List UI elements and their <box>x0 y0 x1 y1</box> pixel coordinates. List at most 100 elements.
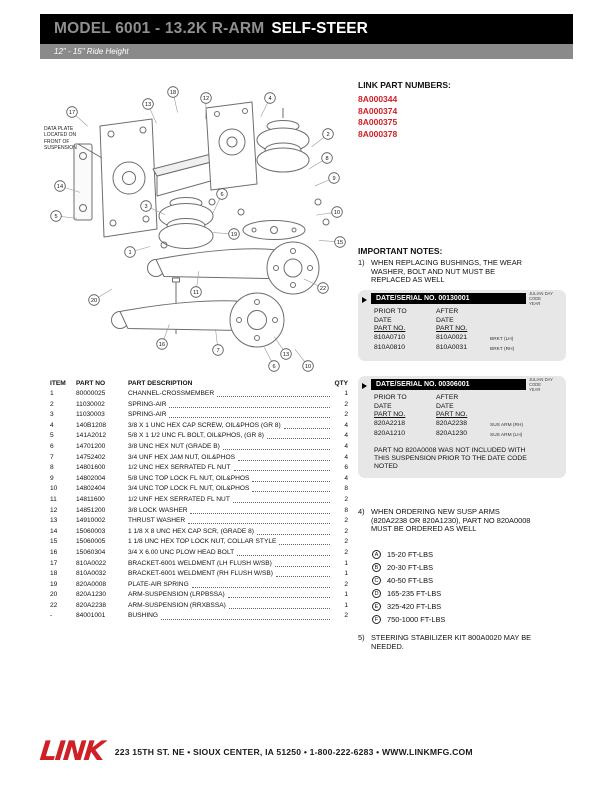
cell-part-no: 820A0008 <box>76 580 107 588</box>
cell-description: CHANNEL-CROSSMEMBER <box>128 389 332 400</box>
description-text: 3/8 X 1 UNC HEX CAP SCREW, OIL&PHOS (GR … <box>128 421 281 429</box>
table-row: 18 810A0032 BRACKET-6001 WELDMENT (RH FL… <box>50 569 348 580</box>
cell-item: 8 <box>50 464 54 472</box>
diagram-callout: 14 <box>54 180 81 193</box>
cell-description: BUSHING <box>128 611 332 622</box>
cell-item: 16 <box>50 548 58 556</box>
cell-item: 4 <box>50 421 54 429</box>
cell-qty: 4 <box>344 453 348 461</box>
cell-description: SPRING-AIR <box>128 400 332 411</box>
dotted-leader <box>252 484 330 493</box>
diagram-callout: 5 <box>50 210 77 222</box>
cell-part-no: 14802004 <box>76 474 106 482</box>
julian-day-annotation: JULIAN DAY CODE YEAR <box>529 291 563 306</box>
dotted-leader <box>232 495 330 504</box>
cell-qty: 1 <box>344 559 348 567</box>
after-part-no: 820A1230 <box>436 430 467 438</box>
torque-letter-badge: A <box>372 550 381 559</box>
header-bar: MODEL 6001 - 13.2K R-ARM SELF-STEER <box>40 14 573 44</box>
cell-qty: 1 <box>344 390 348 397</box>
page-title-model: MODEL 6001 - 13.2K R-ARM <box>54 20 265 37</box>
torque-list: A 15-20 FT-LBS B 20-30 FT-LBS C 40-50 FT… <box>372 548 445 626</box>
note-text: WHEN ORDERING NEW SUSP ARMS (820A2238 OR… <box>371 507 531 534</box>
dotted-leader <box>191 580 330 588</box>
description-text: 5/8 X 1 1/2 UNC FL BOLT, OIL&PHOS, (GR 8… <box>128 432 264 440</box>
description-text: 3/8 UNC HEX NUT (GRADE B) <box>128 442 220 450</box>
torque-value: 40-50 FT-LBS <box>387 576 434 585</box>
after-header: AFTER <box>436 308 459 315</box>
torque-letter-badge: F <box>372 615 381 624</box>
note-text: STEERING STABILIZER KIT 800A0020 MAY BE … <box>371 633 532 651</box>
torque-letter-badge: E <box>372 602 381 611</box>
table-row: 8 14801600 1/2 UNC HEX SERRATED FL NUT 6 <box>50 463 348 474</box>
diagram-callout: 9 <box>314 172 340 187</box>
part-no-label: PART NO. <box>436 411 468 419</box>
parts-table-header: ITEM PART NO PART DESCRIPTION QTY <box>50 378 348 389</box>
cell-item: 12 <box>50 506 58 514</box>
svg-text:14: 14 <box>57 184 63 190</box>
dotted-leader <box>256 527 330 535</box>
torque-item: B 20-30 FT-LBS <box>372 561 445 574</box>
cell-part-no: 14701200 <box>76 442 106 450</box>
air-spring-right <box>256 108 310 173</box>
torque-item: E 325-420 FT-LBS <box>372 600 445 613</box>
description-text: 5/8 UNC TOP LOCK FL NUT, OIL&PHOS <box>128 474 250 482</box>
cell-qty: 1 <box>344 591 348 599</box>
diagram-callout: 20 <box>88 288 113 306</box>
serial-part-row: 820A1210 820A1230 SUS ARM (LH) <box>358 430 566 441</box>
svg-text:13: 13 <box>283 352 289 358</box>
cell-item: 14 <box>50 527 58 535</box>
header-qty: QTY <box>334 380 348 387</box>
cell-description: ARM-SUSPENSION (LRPBSSA) <box>128 590 332 601</box>
cell-qty: 2 <box>344 548 348 556</box>
cell-item: 1 <box>50 390 54 397</box>
cell-part-no: 14851200 <box>76 506 106 514</box>
table-row: 20 820A1230 ARM-SUSPENSION (LRPBSSA) 1 <box>50 590 348 601</box>
lh-hanger-bracket <box>99 118 158 238</box>
cell-item: 18 <box>50 570 58 578</box>
cell-item: - <box>50 612 53 620</box>
serial-box-2: DATE/SERIAL NO. 00306001 JULIAN DAY CODE… <box>358 376 566 478</box>
table-row: 17 810A0022 BRACKET-6001 WELDMENT (LH FL… <box>50 559 348 570</box>
serial-date-row: DATE DATE <box>358 317 566 326</box>
cell-description: 5/8 X 1 1/2 UNC FL BOLT, OIL&PHOS, (GR 8… <box>128 431 332 442</box>
svg-text:15: 15 <box>337 240 343 246</box>
cell-qty: 2 <box>344 495 348 503</box>
note-pointer-icon <box>362 383 367 389</box>
description-text: SPRING-AIR <box>128 411 167 419</box>
cell-item: 7 <box>50 453 54 461</box>
cell-qty: 2 <box>344 612 348 620</box>
serial-box-title: DATE/SERIAL NO. 00306001 <box>376 381 470 388</box>
table-row: - 84001001 BUSHING 2 <box>50 611 348 622</box>
important-notes-section: IMPORTANT NOTES: 1) WHEN REPLACING BUSHI… <box>358 246 533 285</box>
cell-qty: 2 <box>344 580 348 588</box>
julian-day-annotation: JULIAN DAY CODE YEAR <box>529 377 563 392</box>
table-row: 19 820A0008 PLATE-AIR SPRING 2 <box>50 580 348 591</box>
diagram-callout: 7 <box>212 329 224 356</box>
diagram-callout: 11 <box>190 271 202 298</box>
cell-part-no: 15060005 <box>76 538 106 546</box>
table-row: 22 820A2238 ARM-SUSPENSION (RRXBSSA) 1 <box>50 601 348 612</box>
diagram-callout: 8 <box>308 152 333 170</box>
note-number: 4) <box>358 507 365 516</box>
cell-part-no: 14910002 <box>76 517 106 525</box>
cell-item: 20 <box>50 591 58 599</box>
cell-description: 3/4 UNC TOP LOCK FL NUT, OIL&PHOS <box>128 484 332 495</box>
serial-box-1: DATE/SERIAL NO. 00130001 JULIAN DAY CODE… <box>358 290 566 361</box>
ride-height-subtitle: 12" - 15" Ride Height <box>54 47 129 56</box>
note-number: 1) <box>358 258 365 267</box>
cell-part-no: 11030003 <box>76 411 105 419</box>
description-text: 1 1/8 X 8 UNC HEX CAP SCR, (GRADE 8) <box>128 527 254 535</box>
svg-text:9: 9 <box>332 176 335 182</box>
cell-part-no: 14752402 <box>76 453 106 461</box>
link-part-number: 8A000375 <box>358 117 398 127</box>
rh-hanger-bracket <box>205 101 258 191</box>
diagram-callout: 6 <box>212 188 228 214</box>
serial-rows: 820A2218 820A2238 SUS ARM (RH) 820A1210 … <box>358 420 566 441</box>
prior-part-no: 820A1210 <box>374 430 405 438</box>
cell-item: 6 <box>50 442 54 450</box>
serial-header-row: PRIOR TO AFTER <box>358 308 566 317</box>
cell-part-no: 820A1230 <box>76 591 107 599</box>
cell-qty: 4 <box>344 421 348 429</box>
